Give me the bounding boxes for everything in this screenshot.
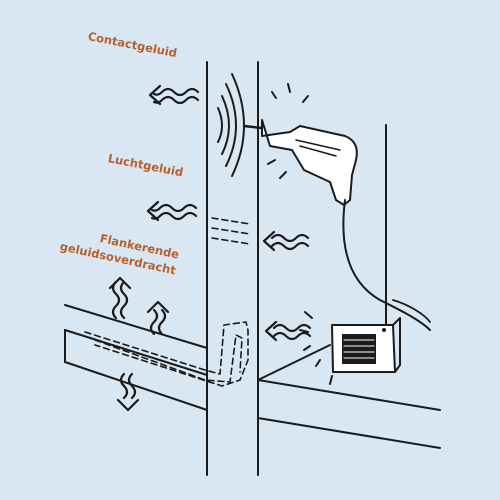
floor-right-top: [257, 379, 441, 411]
drill-icon: [242, 119, 431, 331]
sound-wave-arrow-icon: [146, 300, 170, 336]
floor-left-bottom: [64, 329, 208, 376]
sound-mark: [303, 345, 311, 351]
dash-through-wall-3: [211, 237, 251, 245]
ceiling-left: [64, 361, 208, 411]
shake-mark: [271, 91, 277, 99]
dash-through-wall-1: [211, 217, 251, 225]
radio-sound-marks: [299, 311, 333, 385]
drill-detail-1: [295, 139, 341, 151]
drill-shake-marks: [267, 83, 309, 179]
radio-icon: [331, 124, 431, 373]
wave-ring-3: [225, 83, 237, 167]
wave-ring-1: [217, 107, 223, 143]
flanking-paths: [84, 217, 251, 387]
dash-flank-loop-1: [84, 321, 249, 387]
shake-mark: [287, 83, 291, 93]
sound-wave-arrow-icon: [116, 372, 140, 412]
ceiling-right: [257, 417, 441, 449]
drill-body: [261, 119, 358, 206]
sound-mark: [299, 329, 309, 333]
building-structure: [64, 61, 441, 476]
radio-cable: [392, 299, 431, 323]
floor-right-back: [257, 344, 331, 381]
sound-wave-arrow-icon: [148, 84, 200, 106]
radio-speaker: [342, 334, 376, 364]
drill-bit: [242, 124, 264, 130]
dash-through-wall-2: [211, 227, 251, 235]
drill-cord: [342, 199, 431, 331]
shake-mark: [267, 159, 276, 165]
sound-wave-arrow-icon: [146, 200, 198, 222]
sound-wave-arrow-icon: [262, 230, 310, 252]
dash-flank-loop-2: [94, 334, 243, 383]
shake-mark: [302, 95, 309, 103]
sound-mark: [315, 359, 321, 367]
drill-detail-2: [299, 145, 337, 157]
radio-knob: [382, 328, 386, 332]
sound-arrows: [108, 84, 312, 412]
floor-left-top: [64, 304, 208, 349]
wave-ring-2: [221, 95, 230, 155]
shake-mark: [279, 171, 287, 179]
sound-wave-arrow-icon: [108, 276, 132, 320]
sound-mark: [304, 311, 313, 319]
sound-mark: [329, 375, 333, 385]
sound-wave-arrow-icon: [264, 320, 312, 342]
radio-side: [392, 317, 401, 373]
